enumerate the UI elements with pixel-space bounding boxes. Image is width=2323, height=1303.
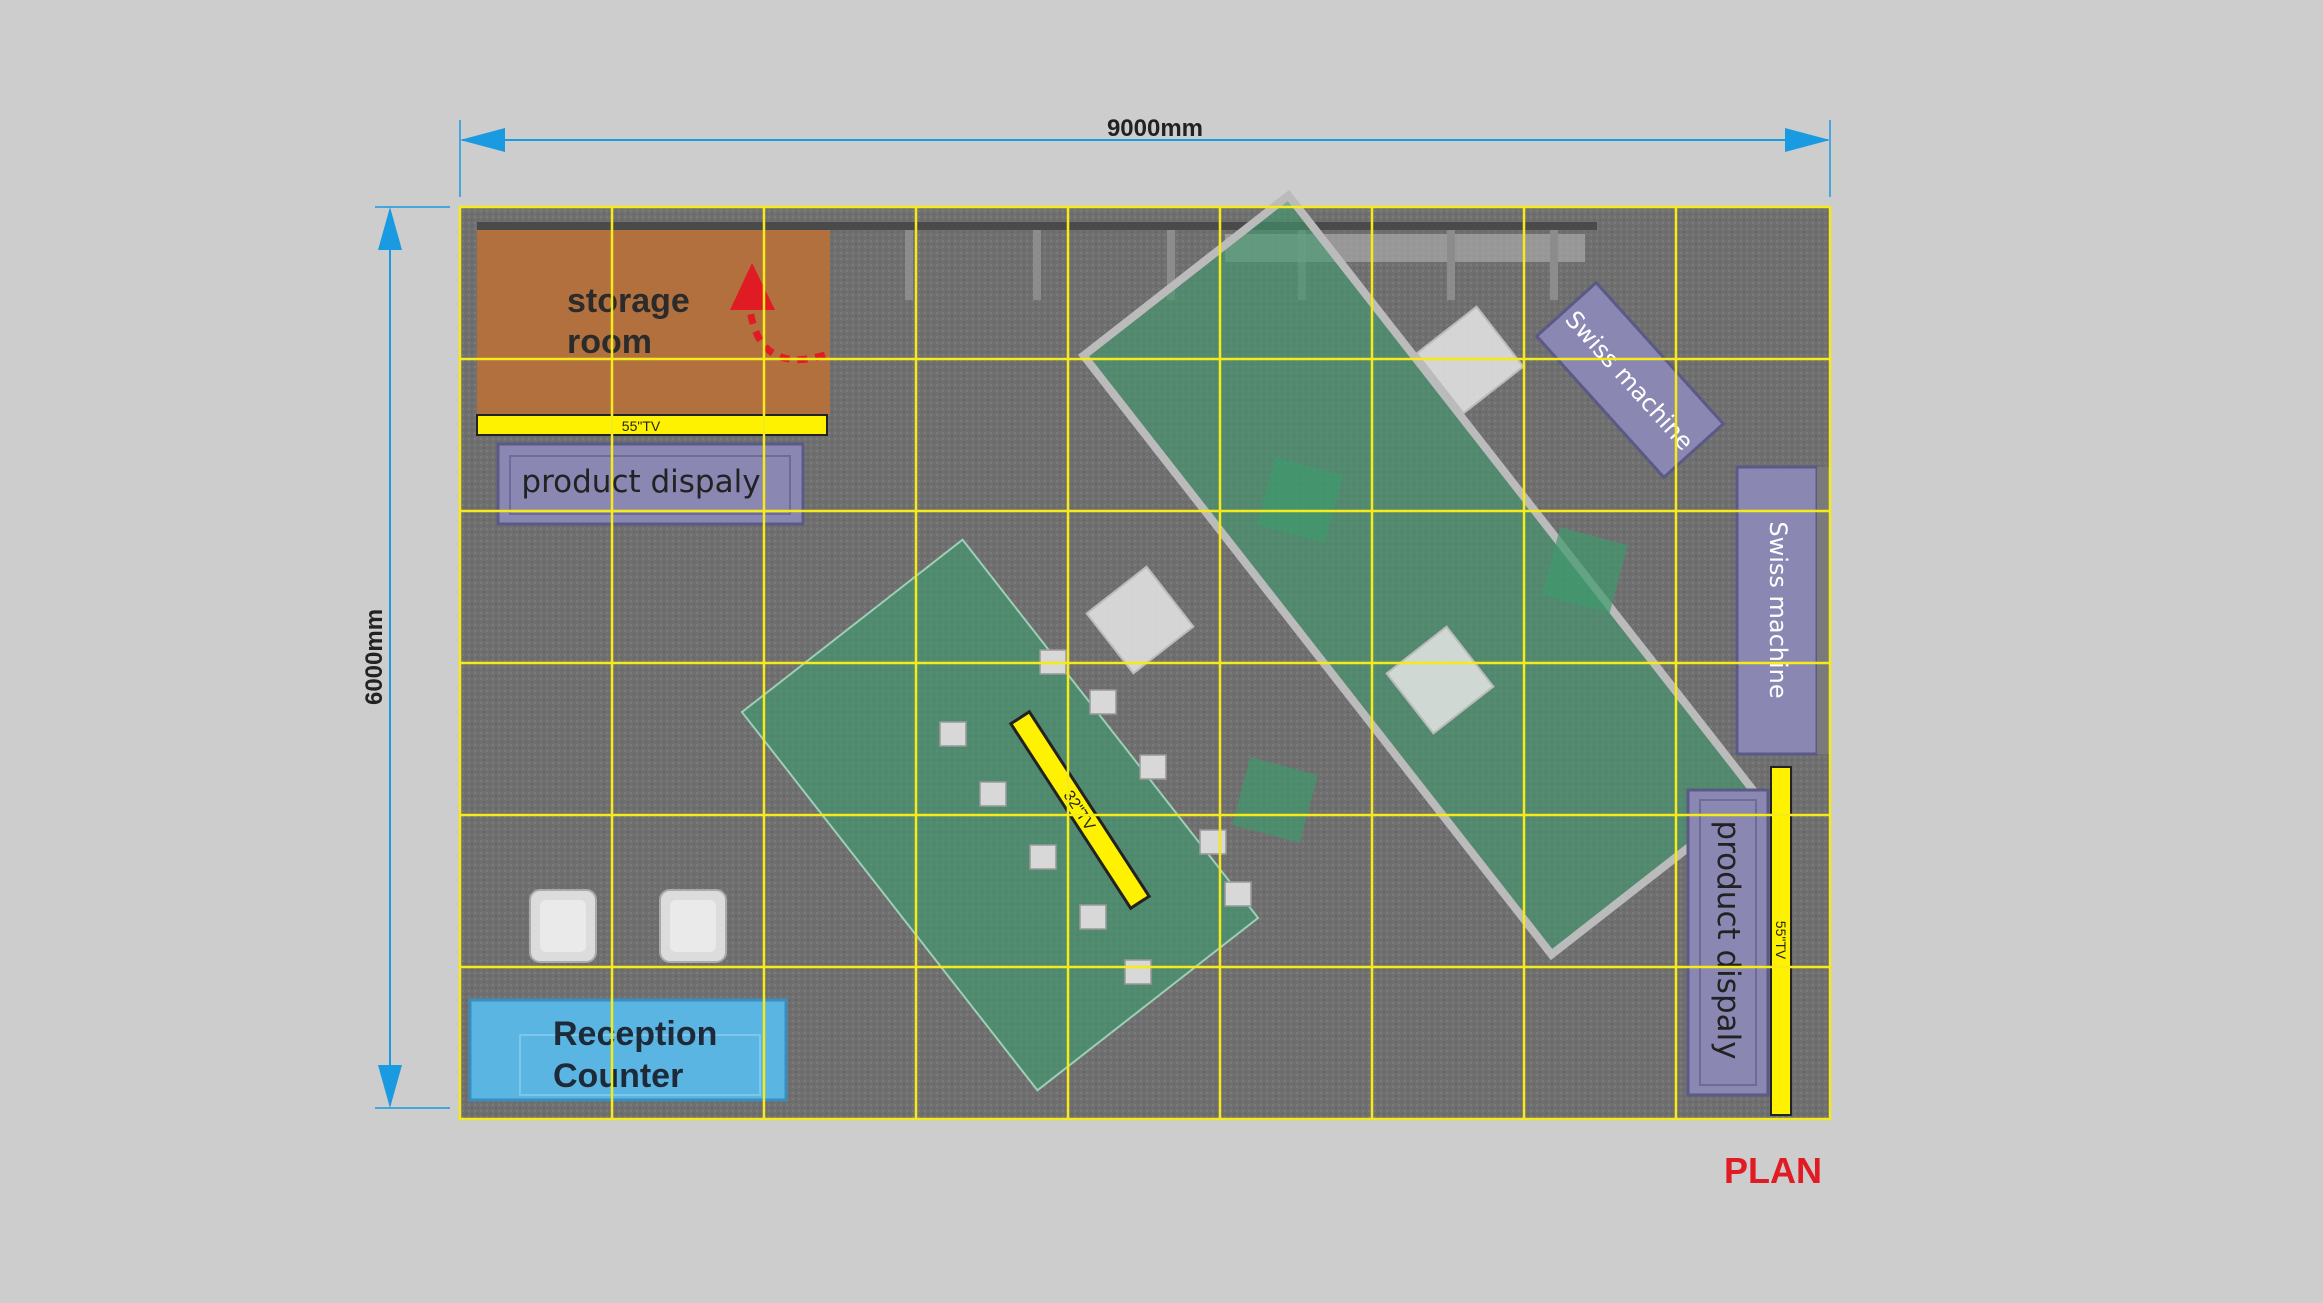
storage-tv xyxy=(476,414,828,436)
grid xyxy=(458,205,1832,1121)
reception-counter-label-1: Reception xyxy=(553,1015,717,1053)
green-panel xyxy=(1542,527,1628,613)
pedestal-icon xyxy=(1085,565,1195,675)
plan-title: PLAN xyxy=(1724,1150,1822,1191)
swiss-machine-right-label: Swiss machine xyxy=(1764,521,1792,698)
main-display-area xyxy=(1077,189,1763,961)
height-dimension-label: 6000mm xyxy=(361,609,388,705)
width-dimension: 9000mm xyxy=(459,115,1831,197)
storage-room-label-2: room xyxy=(567,323,652,361)
reception-counter xyxy=(468,998,788,1102)
width-dimension-label: 9000mm xyxy=(1107,115,1203,142)
storage-room-label-1: storage xyxy=(567,282,690,320)
reception-counter-label-2: Counter xyxy=(553,1057,683,1095)
height-dimension: 6000mm xyxy=(361,206,450,1109)
green-panel xyxy=(1232,757,1318,843)
product-display-right: product dispaly xyxy=(1686,788,1770,1097)
right-tv-label: 55"TV xyxy=(1773,921,1789,960)
storage-tv-label: 55"TV xyxy=(622,418,661,434)
swiss-machine-right: Swiss machine xyxy=(1735,465,1829,756)
storage-room xyxy=(477,230,830,415)
right-tv: 55"TV xyxy=(1770,766,1792,1116)
product-display-left-label: product dispaly xyxy=(521,464,760,500)
chair-icon xyxy=(529,889,597,963)
pedestal-icon xyxy=(1385,625,1495,735)
product-item-icon xyxy=(939,649,1252,985)
green-panel xyxy=(1257,457,1343,543)
chair-icon xyxy=(659,889,727,963)
product-display-right-label: product dispaly xyxy=(1710,820,1746,1059)
